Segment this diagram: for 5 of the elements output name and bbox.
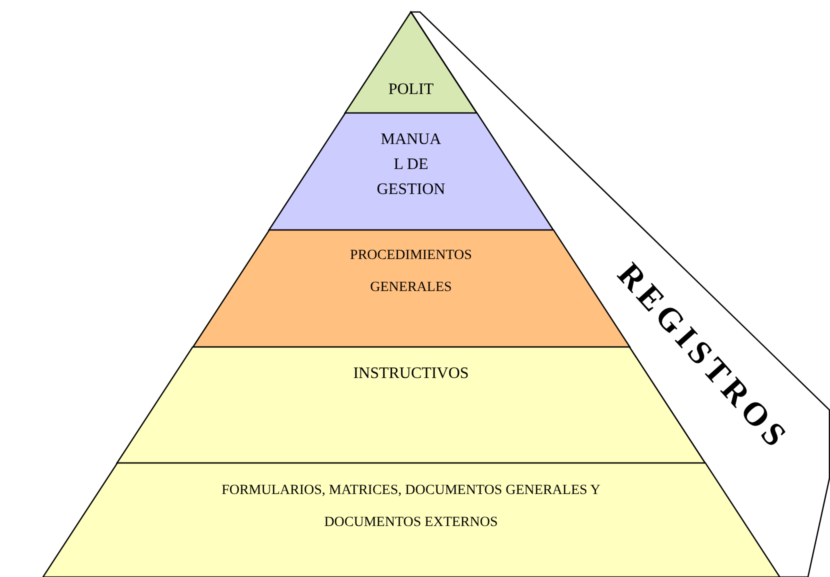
level-label: MANUA L DE GESTION bbox=[376, 130, 446, 200]
level-label: PROCEDIMIENTOS GENERALES bbox=[349, 247, 473, 297]
level-label: POLIT bbox=[387, 80, 435, 100]
level-label: INSTRUCTIVOS bbox=[352, 364, 470, 384]
level-label: FORMULARIOS, MATRICES, DOCUMENTOS GENERALES Y DOCUMENTOS EXTERNOS bbox=[220, 482, 602, 532]
